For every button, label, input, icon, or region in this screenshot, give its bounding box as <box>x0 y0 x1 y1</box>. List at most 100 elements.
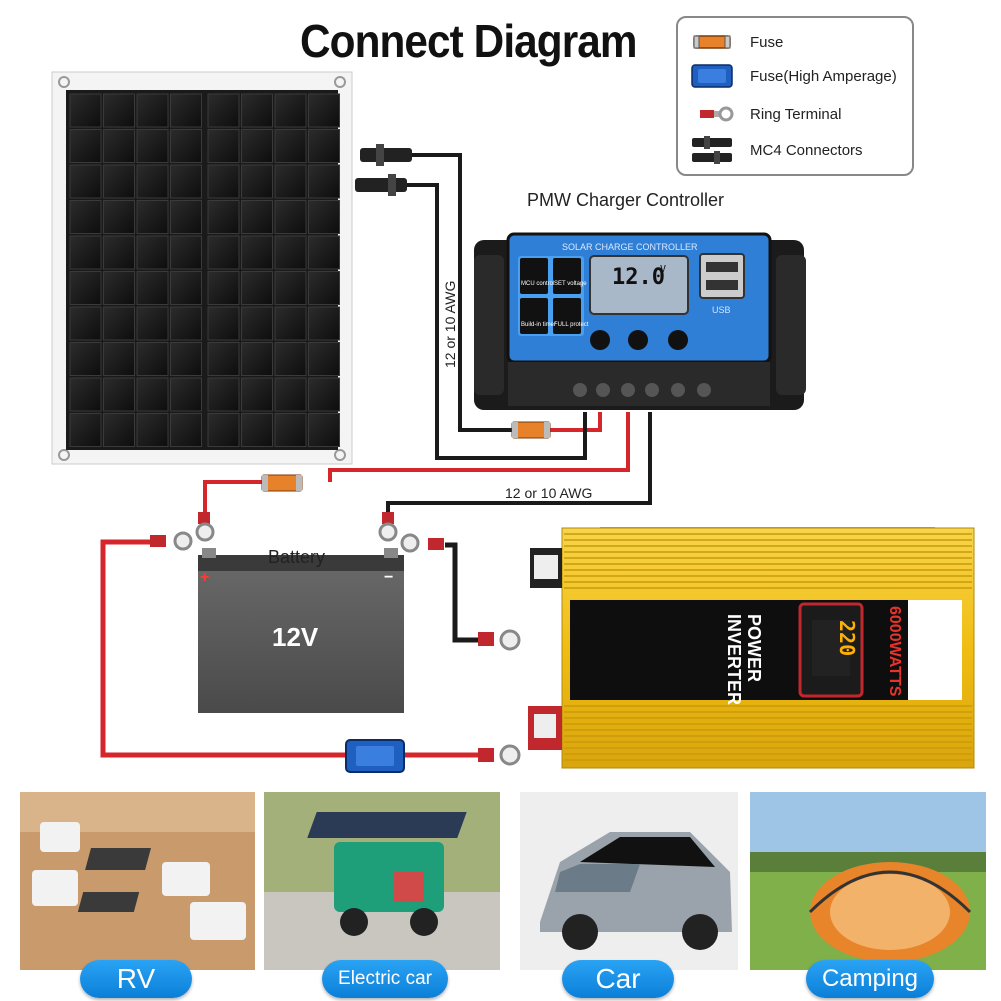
ring-terminal-icon <box>150 531 193 551</box>
solar-cell <box>241 413 273 447</box>
solar-cell <box>308 129 340 163</box>
solar-cell <box>170 164 202 199</box>
solar-cell <box>241 271 273 305</box>
legend-item-mc4: MC4 Connectors <box>688 136 863 164</box>
solar-cell <box>170 235 202 270</box>
solar-cell <box>241 93 273 128</box>
solar-cell <box>274 129 307 163</box>
solar-cell <box>207 306 240 341</box>
solar-cell <box>308 200 340 234</box>
battery-label: Battery <box>268 547 325 567</box>
mc4-connector-icon <box>692 136 732 164</box>
solar-cell <box>103 306 135 341</box>
controller-label: PMW Charger Controller <box>527 190 724 210</box>
solar-cell <box>308 342 340 376</box>
wire-gauge-label: 12 or 10 AWG <box>505 485 592 501</box>
solar-cell <box>274 413 307 447</box>
fuse-icon <box>511 421 551 439</box>
solar-cell <box>274 377 307 412</box>
ring-terminal-icon <box>195 512 215 542</box>
solar-cell <box>170 93 202 128</box>
solar-cell <box>308 164 340 199</box>
solar-cell <box>274 200 307 234</box>
ring-terminal-icon <box>700 106 734 122</box>
inverter-fins <box>564 533 972 761</box>
controller-button-label: FULL protect <box>554 322 589 328</box>
fuse-icon <box>261 474 303 492</box>
legend-item-high-amperage-fuse: Fuse(High Amperage) <box>688 62 897 90</box>
power-inverter <box>528 527 975 769</box>
controller-button-label: Build-in timer <box>521 322 556 328</box>
legend-label: Ring Terminal <box>750 105 842 123</box>
solar-cell <box>241 306 273 341</box>
solar-panel <box>51 71 353 465</box>
solar-cell <box>69 164 102 199</box>
solar-cell <box>241 235 273 270</box>
solar-cell <box>69 306 102 341</box>
high-amperage-fuse-icon <box>345 739 405 773</box>
solar-cell <box>241 377 273 412</box>
connect-diagram: PMW Charger Controller SOLAR CHARGE CONT… <box>51 71 975 773</box>
solar-cell <box>103 377 135 412</box>
solar-cell <box>103 342 135 376</box>
label-camping: Camping <box>806 960 934 998</box>
solar-cell <box>308 413 340 447</box>
legend-label: Fuse <box>750 33 784 51</box>
solar-cell <box>136 93 169 128</box>
charge-controller <box>474 232 806 410</box>
solar-cell <box>103 93 135 128</box>
solar-cell <box>170 377 202 412</box>
solar-cell <box>103 271 135 305</box>
solar-cell <box>207 129 240 163</box>
fuse-icon <box>693 35 731 49</box>
legend-item-fuse: Fuse <box>688 28 783 56</box>
solar-cell <box>241 164 273 199</box>
inverter-watts: 6000WATTS <box>886 606 903 697</box>
ring-terminal-icon <box>478 629 521 651</box>
controller-button-label: SET voltage <box>554 281 587 287</box>
photo-electric-car <box>264 792 500 970</box>
high-amperage-fuse-icon <box>691 64 733 88</box>
solar-cell <box>207 235 240 270</box>
solar-cell <box>207 377 240 412</box>
controller-button-label: MCU control <box>521 281 554 287</box>
solar-cell <box>207 200 240 234</box>
solar-cell <box>274 342 307 376</box>
solar-cell <box>241 200 273 234</box>
solar-cell <box>308 377 340 412</box>
solar-cell <box>69 377 102 412</box>
usb-label: USB <box>712 305 731 315</box>
ring-terminal-icon <box>478 744 521 766</box>
solar-cell <box>241 342 273 376</box>
solar-cell <box>136 342 169 376</box>
inverter-display: 220 <box>835 620 859 656</box>
label-car: Car <box>562 960 674 998</box>
solar-cell <box>136 306 169 341</box>
legend-box: Fuse Fuse(High Amperage) Ring Terminal M… <box>676 16 914 176</box>
solar-cell <box>274 271 307 305</box>
solar-cell <box>69 342 102 376</box>
controller-panel-text: SOLAR CHARGE CONTROLLER <box>562 242 698 252</box>
solar-cell <box>207 413 240 447</box>
solar-cell <box>274 93 307 128</box>
legend-label: Fuse(High Amperage) <box>750 67 897 85</box>
diagram-title: Connect Diagram <box>300 15 638 67</box>
mc4-connector-icon <box>355 144 412 196</box>
solar-cell <box>308 93 340 128</box>
solar-cell <box>103 129 135 163</box>
inverter-line1: POWER <box>744 614 764 682</box>
photo-car <box>520 792 738 970</box>
solar-cell <box>274 164 307 199</box>
solar-cell <box>308 271 340 305</box>
label-electric-car: Electric car <box>322 960 448 998</box>
solar-cell <box>136 200 169 234</box>
solar-cell <box>170 413 202 447</box>
solar-cell <box>136 413 169 447</box>
battery-to-inverter-wires <box>100 539 480 758</box>
solar-cell <box>103 164 135 199</box>
solar-cell <box>136 377 169 412</box>
photo-camping <box>750 792 986 970</box>
label-rv: RV <box>80 960 192 998</box>
solar-cell <box>170 306 202 341</box>
solar-cell <box>308 235 340 270</box>
